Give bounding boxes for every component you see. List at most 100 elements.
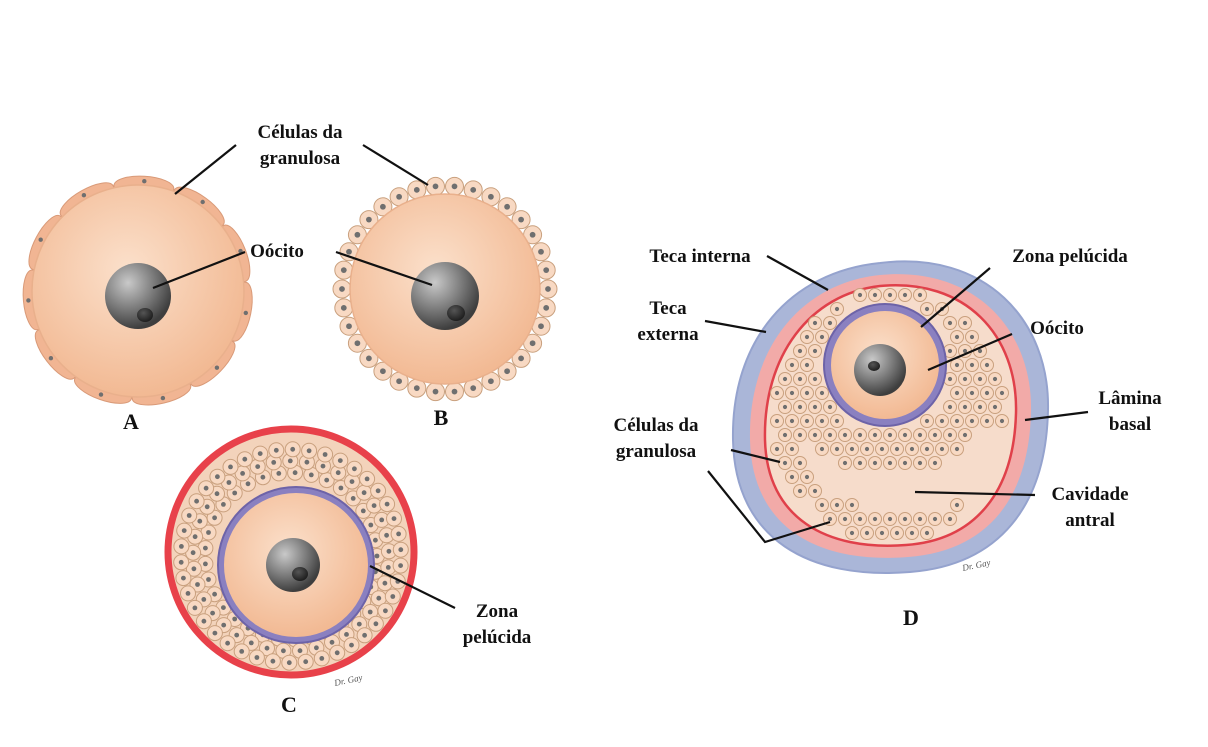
granulosa-cell-c-nucleus bbox=[271, 659, 276, 664]
granulosa-cell-c-nucleus bbox=[383, 581, 388, 586]
leader-granulosa-b bbox=[363, 145, 428, 185]
cuboidal-granulosa-cell-nucleus bbox=[396, 194, 402, 200]
granulosa-cell-c-nucleus bbox=[191, 550, 196, 555]
granulosa-cell-d-nucleus bbox=[955, 447, 959, 451]
granulosa-cell-d-nucleus bbox=[865, 531, 869, 535]
cuboidal-granulosa-cell-nucleus bbox=[414, 385, 420, 391]
label-antral-cavity: Cavidadeantral bbox=[1051, 484, 1128, 531]
granulosa-cell-c-nucleus bbox=[265, 646, 270, 651]
granulosa-cell-c-nucleus bbox=[232, 617, 237, 622]
granulosa-cell-d-nucleus bbox=[858, 433, 862, 437]
granulosa-cell-c-nucleus bbox=[221, 502, 226, 507]
cuboidal-granulosa-cell-nucleus bbox=[341, 305, 347, 311]
granulosa-cell-c-nucleus bbox=[204, 486, 209, 491]
granulosa-cell-c-nucleus bbox=[338, 458, 343, 463]
label-zona-pellucida-c-line2: pelúcida bbox=[463, 627, 532, 648]
granulosa-cell-c-nucleus bbox=[357, 622, 362, 627]
granulosa-cell-c-nucleus bbox=[246, 481, 251, 486]
granulosa-cell-c-nucleus bbox=[232, 491, 237, 496]
granulosa-cell-d-nucleus bbox=[858, 517, 862, 521]
cuboidal-granulosa-cell-nucleus bbox=[504, 368, 510, 374]
granulosa-cell-c-nucleus bbox=[362, 633, 367, 638]
granulosa-cell-d-nucleus bbox=[858, 461, 862, 465]
cuboidal-granulosa-cell-nucleus bbox=[355, 232, 361, 238]
granulosa-cell-d-nucleus bbox=[903, 433, 907, 437]
label-granulosa-cells-top-line2: granulosa bbox=[260, 148, 341, 169]
granulosa-cell-c-nucleus bbox=[375, 554, 380, 559]
granulosa-cell-c-nucleus bbox=[398, 547, 403, 552]
letter-b: B bbox=[434, 405, 449, 430]
granulosa-cell-d-nucleus bbox=[775, 391, 779, 395]
granulosa-cell-c-nucleus bbox=[390, 594, 395, 599]
granulosa-cell-c-nucleus bbox=[376, 488, 381, 493]
granulosa-cell-c-nucleus bbox=[193, 534, 198, 539]
granulosa-cell-d-nucleus bbox=[805, 363, 809, 367]
granulosa-cell-d-nucleus bbox=[813, 349, 817, 353]
letter-d: D bbox=[903, 605, 919, 630]
label-zona-pellucida-d: Zona pelúcida bbox=[1012, 246, 1128, 267]
granulosa-cell-c-nucleus bbox=[212, 592, 217, 597]
granulosa-cell-c-nucleus bbox=[374, 621, 379, 626]
label-theca-externa-line2: externa bbox=[637, 324, 699, 345]
flat-granulosa-cell-nucleus bbox=[82, 193, 86, 197]
label-granulosa-cells-d-line1: Células da bbox=[614, 415, 699, 436]
letter-a: A bbox=[123, 409, 139, 434]
cuboidal-granulosa-cell-nucleus bbox=[355, 340, 361, 346]
follicle-a bbox=[21, 174, 257, 409]
granulosa-cell-d-nucleus bbox=[903, 517, 907, 521]
granulosa-cell-d-nucleus bbox=[783, 405, 787, 409]
nucleolus-c bbox=[292, 567, 308, 581]
nucleolus-d bbox=[868, 361, 880, 371]
granulosa-cell-c-nucleus bbox=[274, 448, 279, 453]
granulosa-cell-c-nucleus bbox=[383, 608, 388, 613]
granulosa-cell-d-nucleus bbox=[813, 321, 817, 325]
granulosa-cell-d-nucleus bbox=[955, 335, 959, 339]
granulosa-cell-d-nucleus bbox=[963, 377, 967, 381]
granulosa-cell-d-nucleus bbox=[978, 377, 982, 381]
granulosa-cell-c-nucleus bbox=[349, 643, 354, 648]
cuboidal-granulosa-cell-nucleus bbox=[366, 356, 372, 362]
granulosa-cell-d-nucleus bbox=[1000, 391, 1004, 395]
cuboidal-granulosa-cell-nucleus bbox=[538, 249, 544, 255]
granulosa-cell-c-nucleus bbox=[227, 480, 232, 485]
granulosa-cell-d-nucleus bbox=[948, 517, 952, 521]
granulosa-cell-d-nucleus bbox=[880, 447, 884, 451]
granulosa-cell-c-nucleus bbox=[193, 606, 198, 611]
granulosa-cell-c-nucleus bbox=[319, 656, 324, 661]
artist-signature-c: Dr. Gay bbox=[332, 672, 363, 688]
granulosa-cell-d-nucleus bbox=[843, 433, 847, 437]
granulosa-cell-d-nucleus bbox=[820, 419, 824, 423]
granulosa-cell-c-nucleus bbox=[212, 515, 217, 520]
granulosa-cell-d-nucleus bbox=[820, 503, 824, 507]
granulosa-cell-d-nucleus bbox=[873, 293, 877, 297]
follicle-b bbox=[333, 177, 557, 400]
granulosa-cell-c-nucleus bbox=[255, 464, 260, 469]
granulosa-cell-d-nucleus bbox=[895, 447, 899, 451]
granulosa-cell-c-nucleus bbox=[287, 660, 292, 665]
flat-granulosa-cell-nucleus bbox=[161, 396, 165, 400]
granulosa-cell-c-nucleus bbox=[197, 519, 202, 524]
flat-granulosa-cell-nucleus bbox=[142, 179, 146, 183]
granulosa-cell-c-nucleus bbox=[293, 470, 298, 475]
granulosa-cell-d-nucleus bbox=[993, 405, 997, 409]
label-theca-externa: Tecaexterna bbox=[637, 298, 699, 345]
granulosa-cell-c-nucleus bbox=[225, 641, 230, 646]
leader-theca-interna bbox=[767, 256, 828, 290]
granulosa-cell-d-nucleus bbox=[805, 335, 809, 339]
granulosa-cell-d-nucleus bbox=[873, 433, 877, 437]
granulosa-cell-d-nucleus bbox=[813, 433, 817, 437]
granulosa-cell-c-nucleus bbox=[203, 546, 208, 551]
flat-granulosa-cell-nucleus bbox=[49, 356, 53, 360]
granulosa-cell-d-nucleus bbox=[835, 307, 839, 311]
granulosa-cell-c-nucleus bbox=[182, 528, 187, 533]
granulosa-cell-c-nucleus bbox=[336, 470, 341, 475]
cuboidal-granulosa-cell-nucleus bbox=[433, 184, 439, 190]
granulosa-cell-d-nucleus bbox=[925, 307, 929, 311]
granulosa-cell-c-nucleus bbox=[379, 518, 384, 523]
granulosa-cell-c-nucleus bbox=[392, 516, 397, 521]
cuboidal-granulosa-cell-nucleus bbox=[543, 267, 549, 273]
granulosa-cell-d-nucleus bbox=[940, 447, 944, 451]
flat-granulosa-cell-nucleus bbox=[201, 200, 205, 204]
